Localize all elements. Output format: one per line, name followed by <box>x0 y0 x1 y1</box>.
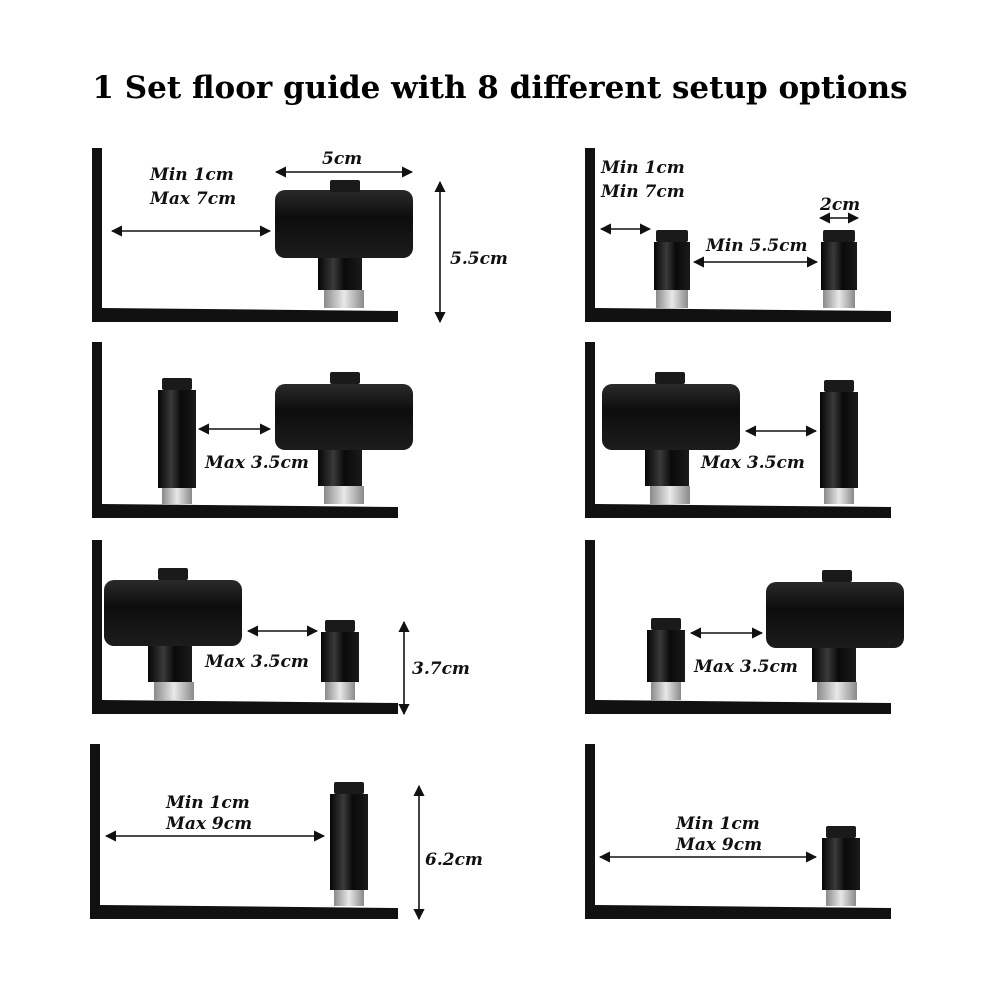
panel-5: Max 3.5cm 3.7cm <box>92 540 470 716</box>
label-height: 6.2cm <box>425 850 483 870</box>
label-max: Max 3.5cm <box>700 453 805 473</box>
label-max: Max 3.5cm <box>693 657 798 677</box>
panel-2: Min 1cm Min 7cm 2cm Min 5.5cm <box>585 148 891 322</box>
label-max: Min 7cm <box>600 182 685 202</box>
panel-6: Max 3.5cm <box>585 540 904 714</box>
panel-3: Max 3.5cm <box>92 342 413 518</box>
label-min: Min 1cm <box>675 814 760 834</box>
post-right <box>821 230 857 308</box>
label-min: Min 1cm <box>600 158 685 178</box>
panel-7: Min 1cm Max 9cm 6.2cm <box>90 744 483 921</box>
post <box>158 378 196 504</box>
post <box>330 782 368 906</box>
post <box>647 618 685 700</box>
panel-1: Min 1cm Max 7cm 5cm 5.5cm <box>92 148 508 324</box>
label-max: Max 9cm <box>675 835 762 855</box>
roller-wheel <box>104 568 242 700</box>
post <box>321 620 359 700</box>
label-max: Max 3.5cm <box>204 652 309 672</box>
label-height: 5.5cm <box>450 249 508 269</box>
post <box>820 380 858 504</box>
label-min: Min 1cm <box>165 793 250 813</box>
roller-wheel <box>766 570 904 700</box>
label-width: 5cm <box>322 149 362 169</box>
post-left <box>654 230 690 308</box>
label-spacing: Min 5.5cm <box>705 236 807 256</box>
roller-wheel <box>275 180 413 308</box>
page-title: 1 Set floor guide with 8 different setup… <box>92 70 908 106</box>
label-max: Max 3.5cm <box>204 453 309 473</box>
label-min: Min 1cm <box>149 165 234 185</box>
panel-4: Max 3.5cm <box>585 342 891 518</box>
label-height: 3.7cm <box>412 659 470 679</box>
label-max: Max 9cm <box>165 814 252 834</box>
roller-wheel <box>275 372 413 504</box>
label-max: Max 7cm <box>149 189 236 209</box>
post <box>822 826 860 906</box>
panel-8: Min 1cm Max 9cm <box>585 744 891 919</box>
label-width: 2cm <box>819 195 860 215</box>
roller-wheel <box>602 372 740 504</box>
